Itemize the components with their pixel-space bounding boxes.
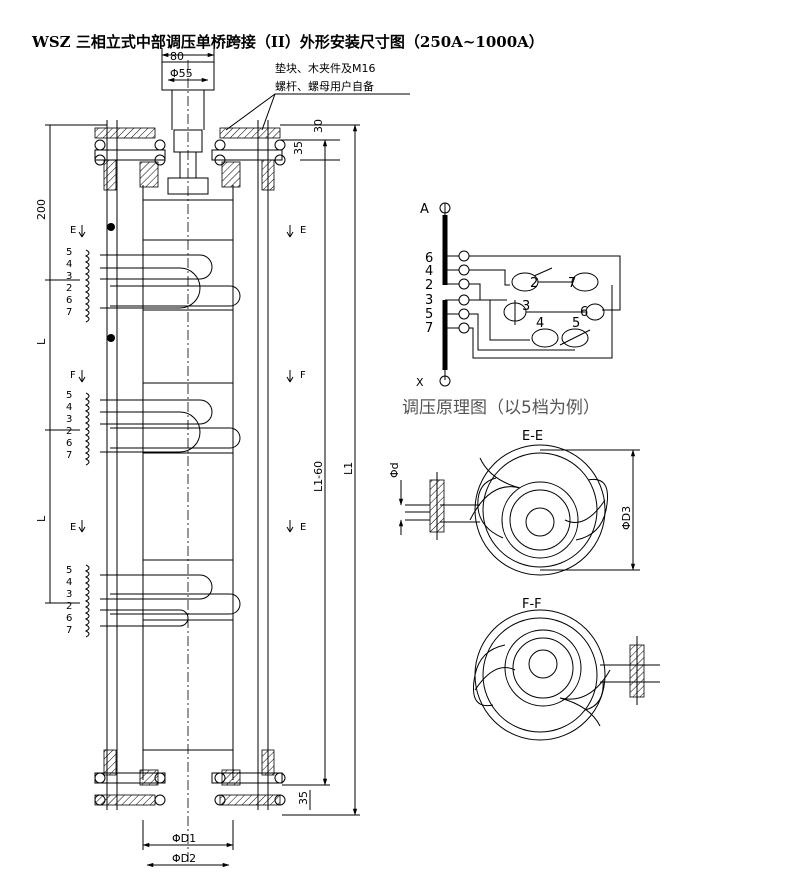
schematic-left-tap: 6: [425, 251, 433, 266]
dim-35-top: 35: [292, 141, 305, 155]
switch-label: 7: [568, 276, 576, 291]
note-line-2: 螺杆、螺母用户自备: [275, 79, 374, 93]
dim-phi-D3: ΦD3: [620, 506, 633, 530]
section-ff-title: F-F: [522, 597, 542, 612]
section-marker-f-right: F: [300, 370, 306, 381]
dim-80: 80: [170, 50, 184, 63]
tap-number: 5: [66, 390, 72, 401]
schematic-left-tap: 5: [425, 307, 433, 322]
schematic-left-tap: 7: [425, 321, 433, 336]
switch-label: 4: [536, 316, 544, 331]
tap-number: 4: [66, 402, 72, 413]
section-marker-e-lower-right: E: [300, 522, 306, 533]
terminal-a: A: [420, 202, 429, 217]
tap-number: 3: [66, 271, 72, 282]
tap-number: 3: [66, 414, 72, 425]
dim-phiD1: ΦD1: [172, 832, 196, 845]
switch-label: 5: [572, 316, 580, 331]
tap-number: 7: [66, 625, 72, 636]
dim-L-upper: L: [35, 338, 48, 345]
section-ee-title: E-E: [522, 429, 543, 444]
tap-number: 5: [66, 247, 72, 258]
dimension-lines: [45, 48, 410, 868]
tap-number: 2: [66, 426, 72, 437]
dim-L1-60: L1-60: [312, 461, 325, 492]
tap-number: 7: [66, 450, 72, 461]
elevation-view: [78, 60, 294, 865]
drawing-title: WSZ 三相立式中部调压单桥跨接（II）外形安装尺寸图（250A~1000A）: [31, 33, 544, 51]
tap-number: 6: [66, 613, 72, 624]
tap-number: 2: [66, 601, 72, 612]
tap-number: 4: [66, 259, 72, 270]
section-marker-e-upper-right: E: [300, 225, 306, 236]
tap-number: 3: [66, 589, 72, 600]
tap-number: 7: [66, 307, 72, 318]
schematic-left-tap: 2: [425, 278, 433, 293]
schematic-caption: 调压原理图（以5档为例）: [402, 398, 600, 418]
section-ff: [473, 609, 660, 741]
dim-200: 200: [35, 199, 48, 220]
switch-label: 2: [530, 276, 538, 291]
schematic-left-tap: 3: [425, 293, 433, 308]
dim-30: 30: [312, 119, 325, 133]
terminal-x: X: [416, 376, 424, 389]
dim-L1: L1: [342, 462, 355, 475]
dim-phi55: Φ55: [170, 67, 193, 80]
dim-35-bottom: 35: [297, 791, 310, 805]
section-marker-f-left: F: [70, 370, 76, 381]
regulation-schematic: [439, 202, 621, 387]
tap-number: 5: [66, 565, 72, 576]
section-ee: [398, 444, 640, 576]
dim-phiD2: ΦD2: [172, 852, 196, 865]
switch-label: 6: [580, 305, 588, 320]
tap-number: 4: [66, 577, 72, 588]
tap-number: 6: [66, 295, 72, 306]
tap-number: 2: [66, 283, 72, 294]
schematic-left-tap: 4: [425, 264, 433, 279]
section-marker-e-lower-left: E: [70, 522, 76, 533]
tap-number: 6: [66, 438, 72, 449]
switch-label: 3: [522, 299, 530, 314]
note-line-1: 垫块、木夹件及M16: [275, 61, 376, 75]
section-marker-e-upper-left: E: [70, 225, 76, 236]
dim-phi-d: Φd: [388, 462, 401, 478]
dim-L-lower: L: [35, 515, 48, 522]
